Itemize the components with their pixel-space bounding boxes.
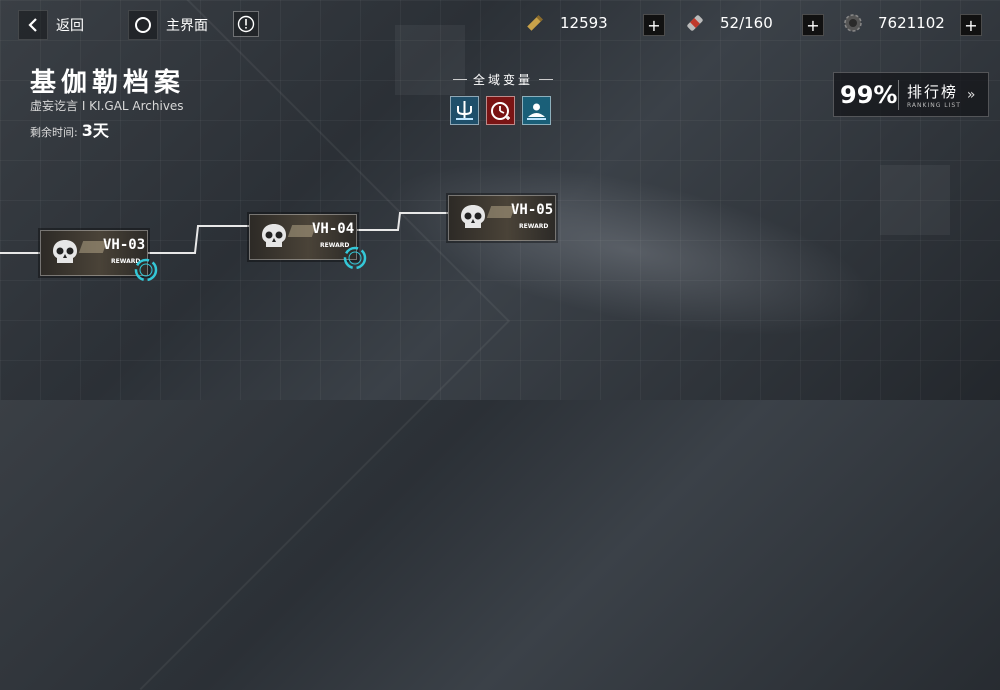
timer-skull-icon[interactable] (486, 96, 515, 125)
stage-node-vh05[interactable]: VH-05 REWARD (448, 195, 556, 241)
remaining-time-label: 剩余时间: (30, 126, 78, 139)
ranking-button[interactable]: 99% 排行榜 RANKING LIST » (833, 72, 989, 117)
flame-burst-icon[interactable] (522, 96, 551, 125)
info-button[interactable] (233, 11, 259, 37)
gear-part-value: 7621102 (878, 14, 945, 32)
modifiers-label: 全域变量 (473, 73, 534, 87)
remaining-time-value: 3天 (81, 121, 109, 140)
stage-reward-label: REWARD (519, 223, 549, 230)
ranking-label: 排行榜 (907, 82, 959, 101)
clear-badge-icon (343, 246, 367, 270)
gear-part-icon (844, 14, 862, 32)
skull-icon (53, 240, 77, 263)
add-gear-part-button[interactable]: + (960, 14, 982, 36)
stage-node-vh03[interactable]: VH-03 REWARD (40, 230, 148, 276)
resource-battery: 52/160 (684, 12, 773, 34)
back-label: 返回 (56, 18, 84, 34)
battery-value: 52/160 (720, 14, 773, 32)
stage-node-vh04[interactable]: VH-04 REWARD (249, 214, 357, 260)
stage-code: VH-04 (312, 221, 355, 237)
clear-badge-icon (134, 258, 158, 282)
background-square (880, 165, 950, 235)
ranking-sublabel: RANKING LIST (907, 101, 961, 109)
back-button[interactable]: 返回 (18, 10, 84, 40)
modifier-icons (450, 96, 551, 125)
stage-reward-label: REWARD (320, 242, 350, 249)
resource-gear-part: 7621102 (842, 12, 945, 34)
home-label: 主界面 (166, 18, 208, 34)
back-arrow-icon (18, 10, 48, 40)
page-subtitle: 虚妄讫言 I KI.GAL Archives (30, 99, 184, 113)
home-circle-icon (128, 10, 158, 40)
stage-code: VH-03 (103, 237, 146, 253)
ammo-icon (527, 15, 543, 31)
exclamation-icon (237, 15, 255, 33)
page-title: 基伽勒档案 (30, 68, 186, 98)
add-ammo-button[interactable]: + (643, 14, 665, 36)
add-battery-button[interactable]: + (802, 14, 824, 36)
stage-code: VH-05 (511, 202, 554, 218)
skull-icon (262, 224, 286, 247)
battery-icon (687, 15, 703, 31)
stage-path (0, 212, 448, 254)
top-bar: 返回 主界面 12593 + 52/160 + 7621102 + (0, 8, 1000, 42)
background-square (395, 25, 465, 95)
remaining-time: 剩余时间: 3天 (30, 117, 109, 141)
stage-reward-label: REWARD (111, 258, 141, 265)
resource-ammo: 12593 (524, 12, 608, 34)
modifiers-header: 全域变量 (447, 71, 559, 88)
trident-icon[interactable] (450, 96, 479, 125)
ammo-value: 12593 (560, 14, 608, 32)
home-button[interactable]: 主界面 (128, 10, 208, 40)
ranking-percent: 99% (840, 80, 898, 109)
skull-icon (461, 205, 485, 228)
double-chevron-right-icon: » (966, 86, 976, 103)
